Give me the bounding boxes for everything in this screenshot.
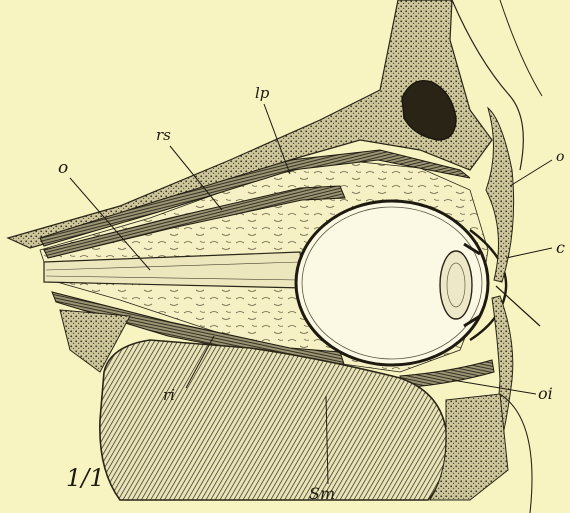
label-superior-rectus: rs xyxy=(156,128,171,143)
label-optic-nerve: o xyxy=(58,160,68,177)
forehead-outline xyxy=(500,0,542,96)
leader-c xyxy=(506,248,552,258)
label-inferior-rectus: ri xyxy=(163,388,175,403)
upper-eyelid xyxy=(486,108,514,282)
leader-oi xyxy=(452,380,536,394)
lens xyxy=(440,251,472,319)
label-maxillary-sinus: Sm xyxy=(309,486,335,502)
label-orbicularis: o xyxy=(556,150,564,164)
label-levator-palpebrae: lp xyxy=(255,86,269,101)
label-cornea: c xyxy=(556,240,565,256)
leader-ob xyxy=(510,160,552,186)
scale-label: 1/1 xyxy=(66,466,105,490)
label-inferior-oblique: oi xyxy=(538,386,553,402)
